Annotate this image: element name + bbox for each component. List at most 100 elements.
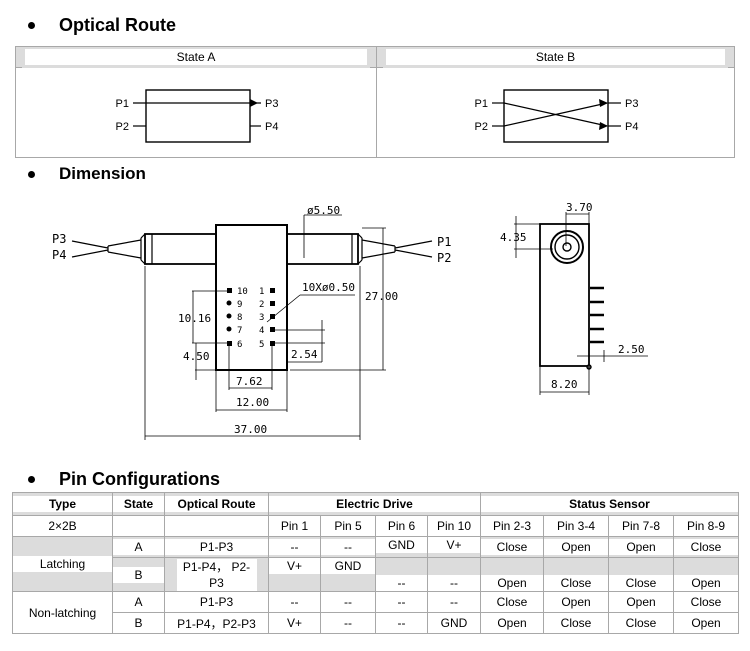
pin-number: 2	[259, 300, 264, 310]
route-cell: P1-P4，P2-P3	[164, 612, 269, 634]
bullet-icon	[28, 476, 35, 483]
subheader-cell: Pin 10	[427, 515, 481, 537]
value-cell: --	[320, 612, 376, 634]
table-row: B P1-P4， P2-P3 V+ GND -- -- Open Close C…	[13, 557, 739, 592]
value-cell: Close	[543, 612, 609, 634]
value-cell: Close	[608, 612, 674, 634]
dim-label: 10Xø0.50	[302, 281, 355, 294]
arrow-icon	[599, 122, 608, 130]
state-b-header: State B	[383, 49, 728, 68]
dim-label: 37.00	[234, 423, 267, 436]
right-fiber-tube	[286, 233, 359, 265]
bullet-icon	[28, 170, 35, 178]
value-cell: Close	[480, 591, 544, 613]
pin-number: 3	[259, 313, 264, 323]
section-title-pin-config: Pin Configurations	[59, 469, 220, 489]
value-cell: Open	[543, 591, 609, 613]
dim-label: ø5.50	[307, 204, 340, 217]
pin-number: 9	[237, 300, 242, 310]
table-row: Non-latching A P1-P3 -- -- -- -- Close O…	[12, 591, 739, 634]
type-value: 2×2B	[12, 515, 113, 537]
dim-label: 2.50	[618, 343, 645, 356]
port-label: P3	[625, 98, 638, 110]
port-label: P3	[265, 98, 278, 110]
route-cell: P1-P3	[164, 591, 269, 613]
value-cell: Open	[480, 612, 544, 634]
value-cell: --	[268, 536, 321, 558]
subheader-cell: Pin 1	[268, 515, 321, 537]
value-cell: --	[320, 591, 376, 613]
subheader-cell: Pin 7-8	[608, 515, 674, 537]
port-label: P4	[625, 121, 638, 133]
header-state: State	[112, 492, 165, 516]
pin-number: 8	[237, 313, 242, 323]
port-label: P4	[52, 248, 66, 262]
route-cell: P1-P4， P2-P3	[164, 557, 269, 592]
dim-label: 8.20	[551, 378, 578, 391]
value-cell: Close	[673, 591, 739, 613]
pin-config-table: Type State Optical Route Electric Drive …	[12, 492, 739, 634]
value-cell: Close	[480, 536, 544, 558]
pin-number: 10	[237, 287, 248, 297]
subheader-cell: Pin 5	[320, 515, 376, 537]
side-view	[539, 223, 604, 370]
state-cell: A	[112, 591, 165, 613]
dim-label: 27.00	[365, 290, 398, 303]
value-cell: Close	[543, 557, 609, 592]
port-label: P4	[265, 121, 278, 133]
dim-label: 4.35	[500, 231, 527, 244]
route-line-p2-p3	[503, 102, 608, 127]
pin-number: 4	[259, 326, 264, 336]
dim-label: 10.16	[178, 312, 211, 325]
pin-array	[226, 288, 275, 346]
optical-route-table: State A P1 P2 P3 P4 State B P1 P2	[15, 46, 735, 158]
value-cell: Close	[608, 557, 674, 592]
state-b-diagram: P1 P2 P3 P4	[475, 89, 638, 143]
value-cell: Open	[608, 536, 674, 558]
value-cell: Open	[673, 557, 739, 592]
value-cell: V+	[268, 557, 321, 592]
module-body	[215, 224, 288, 371]
value-cell: V+	[268, 612, 321, 634]
port-label: P2	[116, 121, 129, 133]
port-label: P1	[437, 235, 451, 249]
section-pin-config: Pin Configurations	[28, 469, 220, 490]
state-a-cell: State A P1 P2 P3 P4	[16, 47, 377, 157]
state-cell: B	[112, 557, 165, 592]
subheader-cell: Pin 6	[375, 515, 428, 537]
port-label: P1	[475, 98, 488, 110]
state-cell: A	[112, 536, 165, 558]
subheader-cell: Pin 2-3	[480, 515, 544, 537]
pin-number: 7	[237, 326, 242, 336]
value-cell: Open	[673, 612, 739, 634]
dim-label: 7.62	[236, 375, 263, 388]
port-label: P1	[116, 98, 129, 110]
table-row: B P1-P4，P2-P3 V+ -- -- GND Open Close Cl…	[13, 612, 739, 634]
type-cell: Non-latching	[12, 591, 113, 634]
route-cell: P1-P3	[164, 536, 269, 558]
value-cell: --	[268, 591, 321, 613]
value-cell: GND	[427, 612, 481, 634]
state-cell: B	[112, 612, 165, 634]
section-optical-route: Optical Route	[28, 15, 176, 36]
switch-box	[503, 89, 609, 143]
table-subheader-row: 2×2B Pin 1 Pin 5 Pin 6 Pin 10 Pin 2-3 Pi…	[12, 515, 739, 537]
dim-label: 3.70	[566, 201, 593, 214]
subheader-cell: Pin 3-4	[543, 515, 609, 537]
dim-label: 2.54	[291, 348, 318, 361]
value-cell: Close	[673, 536, 739, 558]
pin-number: 6	[237, 340, 242, 350]
dimension-drawing: P3 P4 P1 P2 10 9 8 7 6 1 2 3 4 5	[52, 201, 648, 440]
state-a-header: State A	[22, 49, 370, 68]
section-title-optical-route: Optical Route	[59, 15, 177, 35]
value-cell: V+	[427, 536, 481, 558]
table-header-row: Type State Optical Route Electric Drive …	[12, 492, 739, 516]
switch-box	[145, 89, 251, 143]
port-label: P2	[475, 121, 488, 133]
value-cell: Open	[543, 536, 609, 558]
bullet-icon	[28, 22, 35, 29]
value-cell: --	[375, 612, 428, 634]
header-type: Type	[12, 492, 113, 516]
state-b-cell: State B P1 P2 P3 P4	[377, 47, 734, 157]
type-cell: Latching	[12, 536, 113, 592]
